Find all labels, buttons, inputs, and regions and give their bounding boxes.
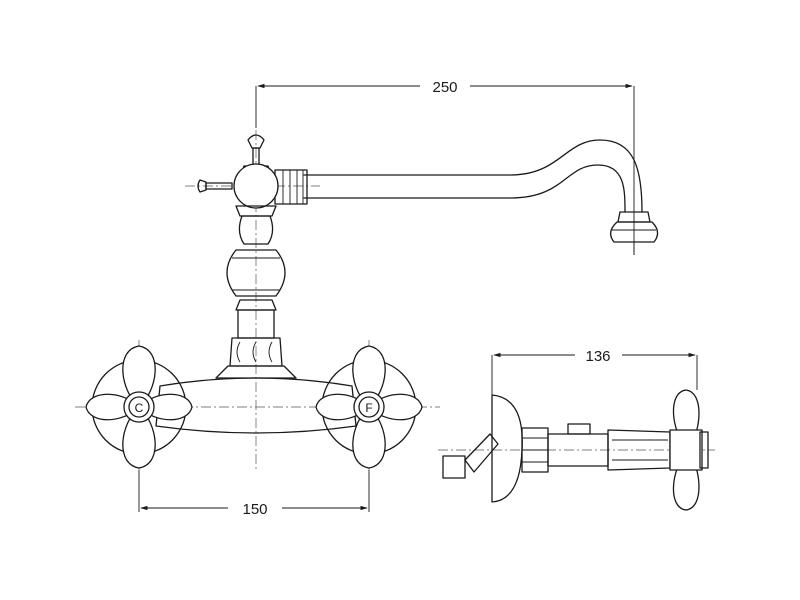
side-view: 136 <box>438 348 715 511</box>
left-handle-mark: C <box>135 401 144 415</box>
dimension-label-250: 250 <box>432 79 457 96</box>
side-nut <box>521 427 549 473</box>
spout-collar <box>274 169 308 205</box>
dimension-spout-reach: 250 <box>255 79 635 255</box>
dimension-label-150: 150 <box>242 501 267 518</box>
front-view: C F 250 150 <box>75 79 659 518</box>
spout <box>303 139 659 255</box>
side-body <box>547 423 671 471</box>
right-handle: F <box>315 345 423 469</box>
dimension-handle-spacing: 150 <box>138 470 370 518</box>
right-handle-mark: F <box>365 401 372 415</box>
body-column <box>215 163 297 379</box>
side-lever <box>197 179 233 193</box>
left-handle: C <box>85 345 193 469</box>
dimension-label-136: 136 <box>585 348 610 365</box>
eccentric-connector <box>442 433 499 479</box>
side-handle <box>669 389 709 511</box>
side-wall-rosette <box>491 394 523 503</box>
dimension-side-depth: 136 <box>491 348 698 395</box>
